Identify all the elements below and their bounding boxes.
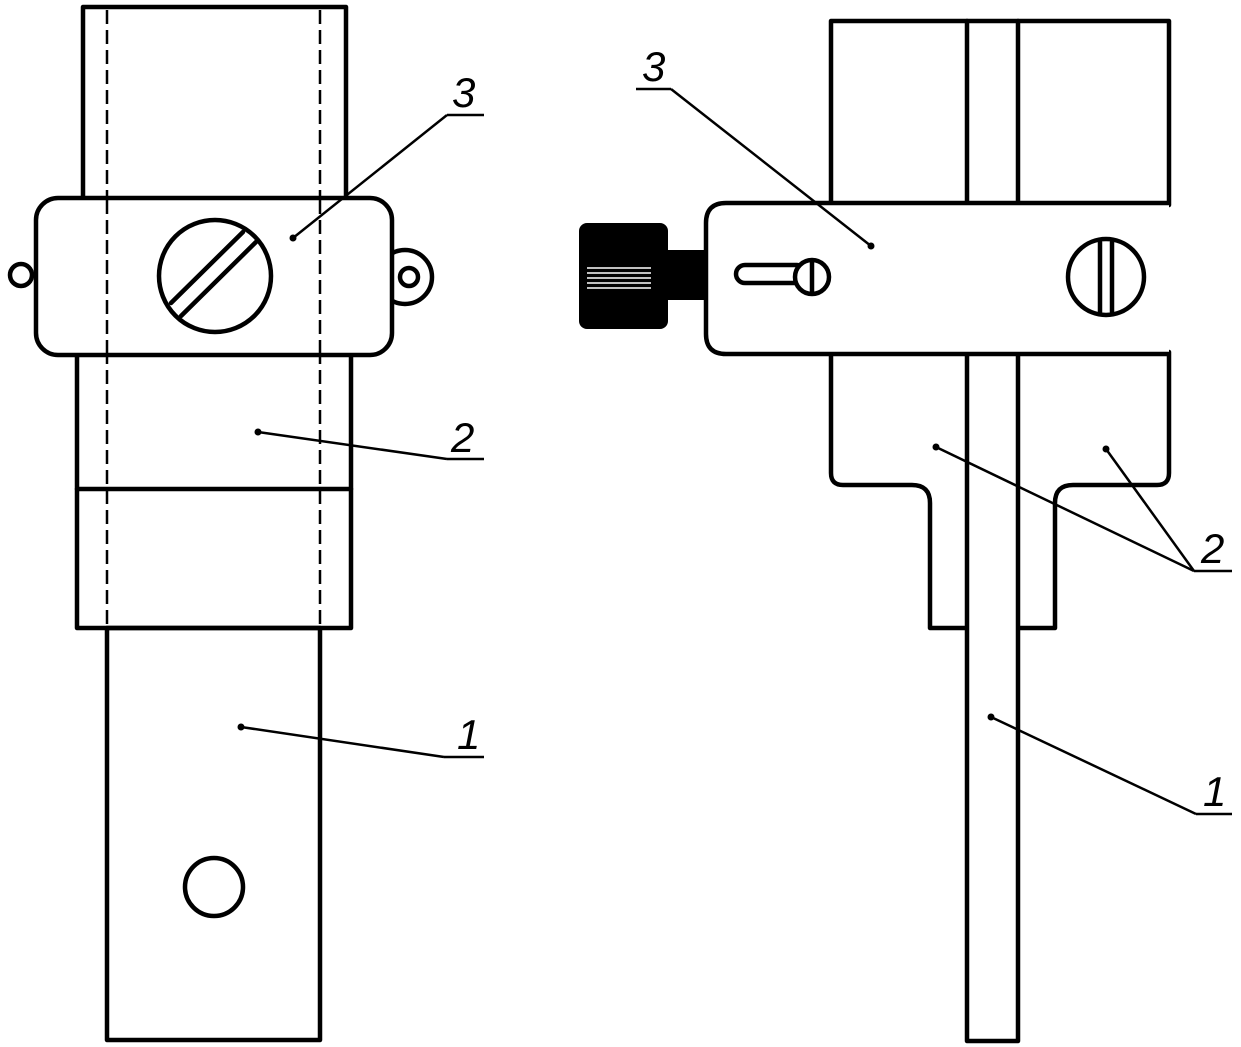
right-callout-1: 1	[1203, 768, 1226, 815]
right-part-2-upper-block	[828, 18, 1172, 208]
left-part-1-hole	[182, 855, 246, 919]
right-part-3-clamp-plate	[703, 200, 1169, 357]
left-view: 3 2 1	[7, 4, 484, 1043]
right-large-screw-head	[1065, 236, 1147, 318]
right-callout-2: 2	[1200, 525, 1224, 572]
right-callout-3: 3	[642, 43, 665, 90]
right-knob-knurling	[587, 267, 651, 289]
left-part-2-sleeve-upper	[80, 4, 349, 210]
left-leaders	[237, 113, 484, 759]
left-screw-slot-a	[168, 229, 246, 306]
left-callout-3: 3	[452, 69, 475, 116]
left-lug-left-eye	[7, 261, 35, 289]
left-screw-head	[156, 217, 274, 335]
left-screw-slot-b	[178, 239, 259, 319]
right-leaders	[636, 87, 1232, 816]
left-lug-right-eye	[397, 265, 421, 289]
left-callout-2: 2	[450, 414, 474, 461]
right-part-1-rod	[964, 349, 1021, 1044]
right-view: 3 2 1	[579, 18, 1232, 1044]
left-callout-1: 1	[457, 711, 480, 758]
left-part-1-bar	[104, 625, 323, 1043]
right-knurled-knob[interactable]	[579, 223, 668, 329]
